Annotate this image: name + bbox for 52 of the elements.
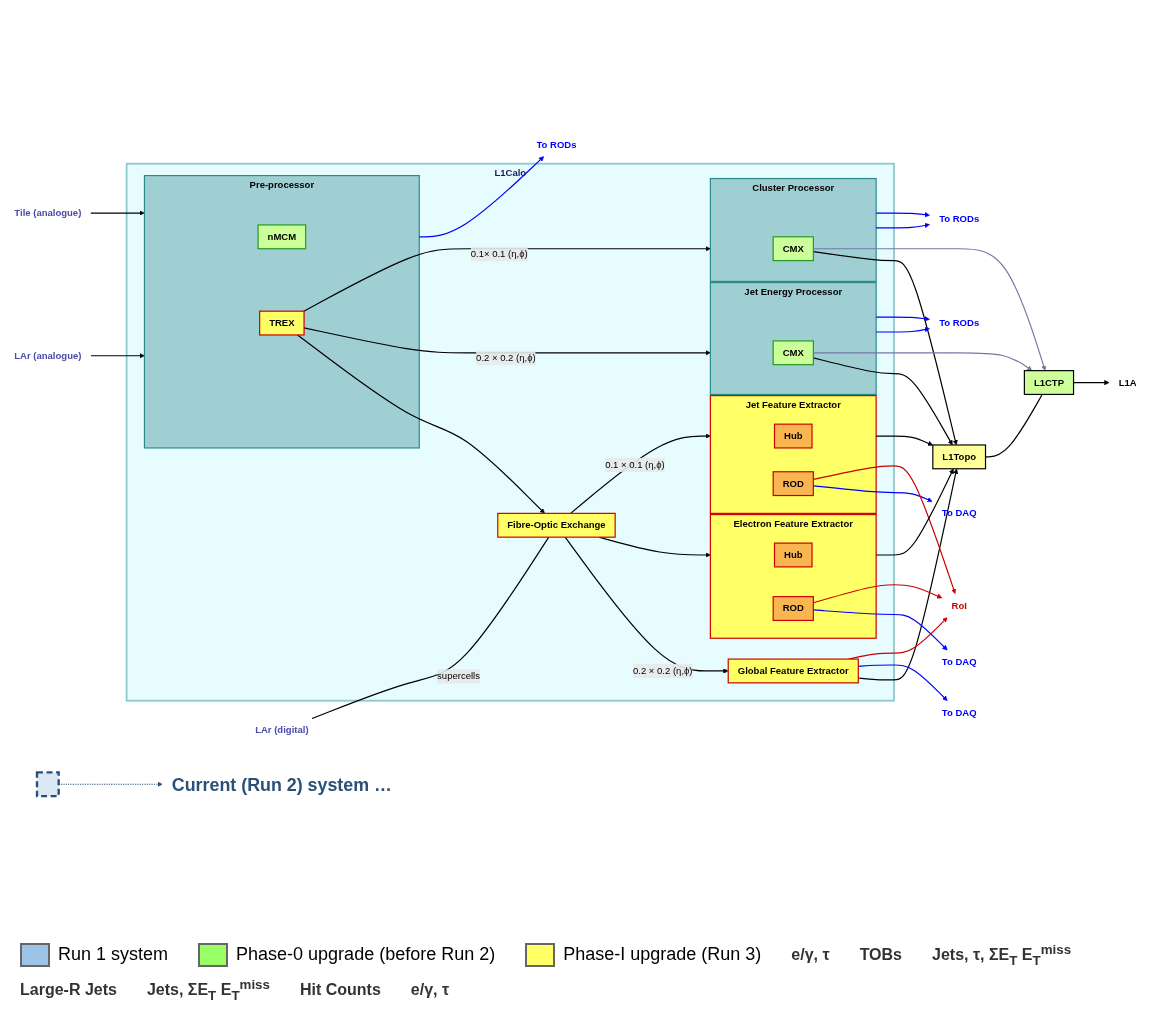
node-text: LAr (digital)	[255, 725, 309, 736]
note-label: e/γ, τ	[410, 981, 450, 1000]
node-text: LAr (analogue)	[14, 350, 82, 361]
note-label: Large-R Jets	[20, 981, 117, 1000]
arrow	[875, 327, 930, 333]
node-box: Hub	[773, 423, 813, 449]
arrow	[90, 353, 145, 359]
node-text: To RODs	[536, 139, 577, 150]
edge-label: 0.2 × 0.2 (η,ϕ)	[476, 353, 536, 364]
legend-text: Run 1 system	[58, 944, 169, 966]
arrow	[875, 468, 954, 556]
node-text: Current (Run 2) system …	[171, 774, 392, 795]
arrow	[90, 210, 145, 217]
edge-label: supercells	[437, 671, 480, 682]
node-text: To DAQ	[941, 707, 977, 718]
arrow	[564, 536, 729, 674]
connector	[311, 536, 550, 720]
note-label: e/γ, τ	[791, 945, 830, 964]
note-label: Hit Counts	[299, 981, 381, 1000]
arrow	[875, 435, 934, 447]
node-box	[35, 771, 60, 798]
edge-label: 0.2 × 0.2 (η,ϕ)	[633, 666, 693, 677]
arrow	[875, 316, 930, 322]
node-box: CMX	[772, 340, 814, 366]
legend-text: Phase-I upgrade (Run 3)	[563, 944, 762, 966]
arrow	[303, 246, 711, 313]
arrow	[875, 223, 930, 229]
note-label: TOBs	[859, 945, 902, 964]
arrow	[570, 433, 711, 515]
node-text: RoI	[951, 600, 967, 611]
edge-label: 0.1 × 0.1 (η,ϕ)	[605, 459, 665, 470]
node-box: L1Topo	[932, 444, 987, 470]
arrow	[296, 334, 545, 514]
node-text: To DAQ	[941, 657, 977, 668]
node-box: Fibre-Optic Exchange	[497, 513, 616, 539]
node-box: L1CTP	[1023, 370, 1075, 396]
node-box: Hub	[773, 542, 813, 568]
arrow	[418, 156, 545, 238]
node-box: TREX	[259, 311, 305, 336]
node-box: Global Feature Extractor	[727, 658, 859, 684]
node-box: ROD	[772, 596, 814, 622]
node-box: CMX	[772, 236, 814, 262]
node-box: nMCM	[257, 224, 307, 250]
node-text: To RODs	[939, 318, 980, 329]
node-text: To RODs	[939, 214, 980, 225]
node-text: L1A	[1118, 377, 1137, 388]
node-text: Tile (analogue)	[14, 208, 82, 219]
legend-text: Phase-0 upgrade (before Run 2)	[236, 944, 496, 966]
arrow	[58, 782, 163, 788]
node-box: ROD	[772, 471, 814, 497]
edge-label: 0.1× 0.1 (η,ϕ)	[470, 249, 528, 260]
arrow	[875, 212, 930, 218]
